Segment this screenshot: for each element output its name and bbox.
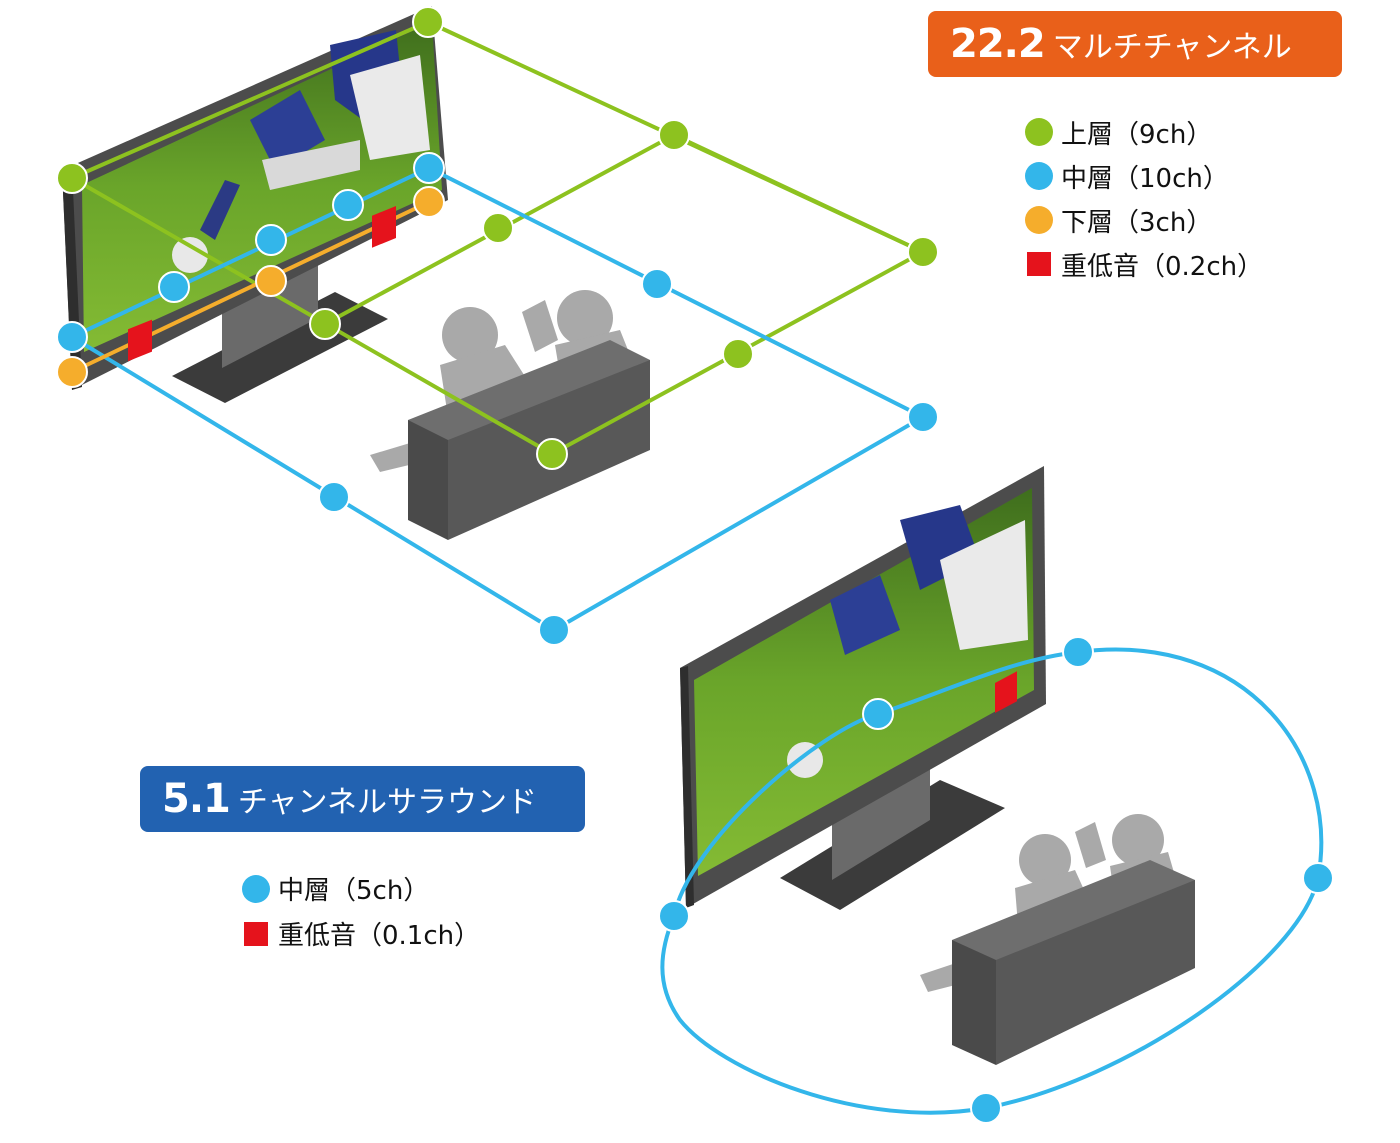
sofa-222-front [408,420,448,540]
tv-51 [680,466,1046,910]
speaker-upper [56,162,88,194]
title-51-text: チャンネルサラウンド [237,785,537,820]
legend-item: 重低音（0.2ch） [1025,242,1263,286]
speaker-middle [658,900,690,932]
speaker-middle [970,1092,1002,1124]
speaker-middle [413,152,445,184]
legend-item: 中層（10ch） [1025,154,1263,198]
legend-label: 下層（3ch） [1061,207,1213,238]
legend-item: 下層（3ch） [1025,198,1263,242]
tv-51-side [680,666,694,908]
title-222-text: マルチチャンネル [1052,30,1292,65]
speaker-upper [722,338,754,370]
legend-swatch-subwoofer [244,921,268,946]
speaker-middle [158,271,190,303]
legend-swatch-middle [1025,162,1053,190]
legend-swatch-upper [1025,118,1053,146]
legend-label: 中層（5ch） [278,876,430,906]
speaker-upper [907,236,939,268]
tv-222-screen-image [172,30,430,273]
lower-speakers [56,186,445,388]
subwoofer-222-right [372,206,396,248]
tv-51-screen-image [787,505,1028,778]
speaker-middle [641,268,673,300]
subwoofer-51 [995,671,1017,713]
title-51-badge: 5.1 チャンネルサラウンド [140,766,585,832]
sofa-51-front [952,940,996,1065]
tv-51-stand-base [780,780,1005,910]
sofa-51 [920,814,1195,1065]
middle-speakers-51 [658,636,1334,1124]
speaker-middle [1302,862,1334,894]
speaker-upper [658,119,690,151]
speaker-upper [412,6,444,38]
legend-item: 中層（5ch） [242,866,480,911]
speaker-middle [255,224,287,256]
legend-222: 上層（9ch） 中層（10ch） 下層（3ch） 重低音（0.2ch） [1025,110,1263,286]
speaker-middle [862,698,894,730]
speaker-middle [1062,636,1094,668]
sofa-222 [370,290,650,540]
legend-swatch-lower [1025,206,1053,234]
title-222-number: 22.2 [950,21,1046,67]
subwoofer-222-left [128,319,152,362]
legend-label: 上層（9ch） [1061,119,1213,150]
speaker-lower [413,186,445,218]
tv-222-stand-neck [222,262,318,368]
upper-speakers [56,6,939,470]
speaker-lower [56,356,88,388]
speaker-upper [309,308,341,340]
legend-item: 重低音（0.1ch） [242,911,480,956]
legend-label: 重低音（0.1ch） [278,921,481,951]
title-51-number: 5.1 [162,776,231,822]
legend-swatch-subwoofer [1027,252,1051,276]
speaker-middle [538,614,570,646]
sofa-51-seat [996,880,1195,1065]
speaker-middle [318,481,350,513]
speaker-middle [907,401,939,433]
subwoofers-222 [128,206,396,362]
legend-swatch-middle [242,874,270,903]
legend-label: 中層（10ch） [1061,163,1229,194]
tv-222 [62,6,448,403]
title-222-badge: 22.2 マルチチャンネル [928,11,1342,77]
legend-item: 上層（9ch） [1025,110,1263,154]
speaker-middle [332,189,364,221]
legend-51: 中層（5ch） 重低音（0.1ch） [242,866,480,956]
speaker-upper [482,212,514,244]
middle-speakers [56,152,939,646]
speaker-lower [255,265,287,297]
speaker-middle [56,321,88,353]
speaker-upper [536,438,568,470]
tv-51-stand-neck [832,760,930,880]
legend-label: 重低音（0.2ch） [1061,251,1264,282]
